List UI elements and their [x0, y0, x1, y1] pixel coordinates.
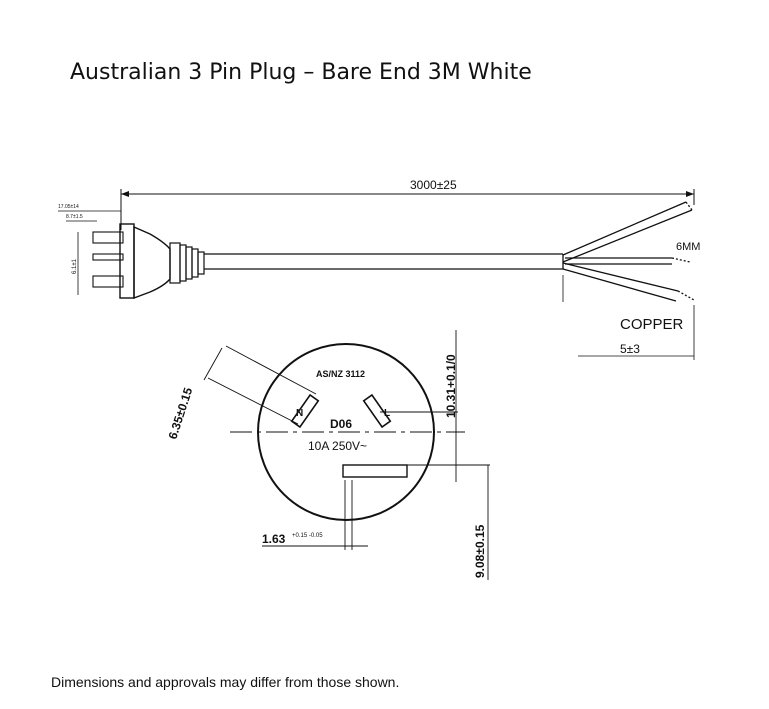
- footnote: Dimensions and approvals may differ from…: [51, 674, 400, 690]
- core-label: 6MM: [676, 241, 700, 253]
- plug-dim-label-1: 17.05±14: [58, 204, 79, 210]
- pin-n: [290, 393, 320, 429]
- pin-n-label: N: [296, 408, 303, 419]
- pin-l-label: L: [384, 408, 390, 419]
- strain-relief-4: [191, 248, 199, 278]
- length-arrow-right: [686, 191, 694, 197]
- strain-relief-5: [197, 251, 205, 275]
- pin-width-dim: [203, 347, 223, 381]
- strip-label: 5±3: [620, 342, 640, 356]
- cable-side-view: 3000±25 17.05±14 8.7±1.5 6.1±1 6MM: [58, 178, 700, 360]
- depth-label: 9.08±0.15: [473, 524, 487, 578]
- wire-bottom: [562, 262, 679, 302]
- wire-tip-mid: [671, 257, 691, 263]
- length-label: 3000±25: [410, 178, 457, 192]
- plug-face-view: N L AS/NZ 3112 D06 10A 250V~ 6.35±0.15 1…: [166, 330, 490, 580]
- wire-tip-bottom: [677, 290, 695, 301]
- plug-dim-label-2: 8.7±1.5: [66, 214, 83, 220]
- plug-pin-mid: [92, 253, 124, 261]
- pin-l: [362, 393, 392, 429]
- conductor-label: COPPER: [620, 316, 684, 333]
- length-arrow-left: [121, 191, 129, 197]
- model-label: D06: [330, 417, 352, 431]
- wire-top: [562, 201, 693, 263]
- standard-label: AS/NZ 3112: [316, 369, 365, 379]
- thickness-label: 1.63: [262, 532, 286, 546]
- plug-pin-bottom: [92, 275, 124, 288]
- plug-dim-label-side: 6.1±1: [72, 258, 78, 274]
- plug-pin-top: [92, 231, 124, 244]
- page-title: Australian 3 Pin Plug – Bare End 3M Whit…: [70, 60, 532, 85]
- plug-body: [133, 225, 171, 300]
- thickness-tol: +0.15 -0.05: [292, 533, 323, 539]
- pin-width-ext-1: [225, 345, 317, 395]
- pin-width-ext-2: [207, 377, 299, 425]
- strain-relief-2: [179, 244, 187, 282]
- strain-relief-1: [169, 242, 181, 284]
- spacing-label: 10.31+0.1/0: [444, 354, 458, 418]
- pin-earth: [342, 464, 408, 478]
- wire-tip-top: [685, 201, 693, 211]
- pin-width-label: 6.35±0.15: [166, 386, 196, 441]
- wire-mid: [565, 257, 672, 265]
- rating-label: 10A 250V~: [308, 439, 367, 453]
- strain-relief-3: [185, 246, 193, 280]
